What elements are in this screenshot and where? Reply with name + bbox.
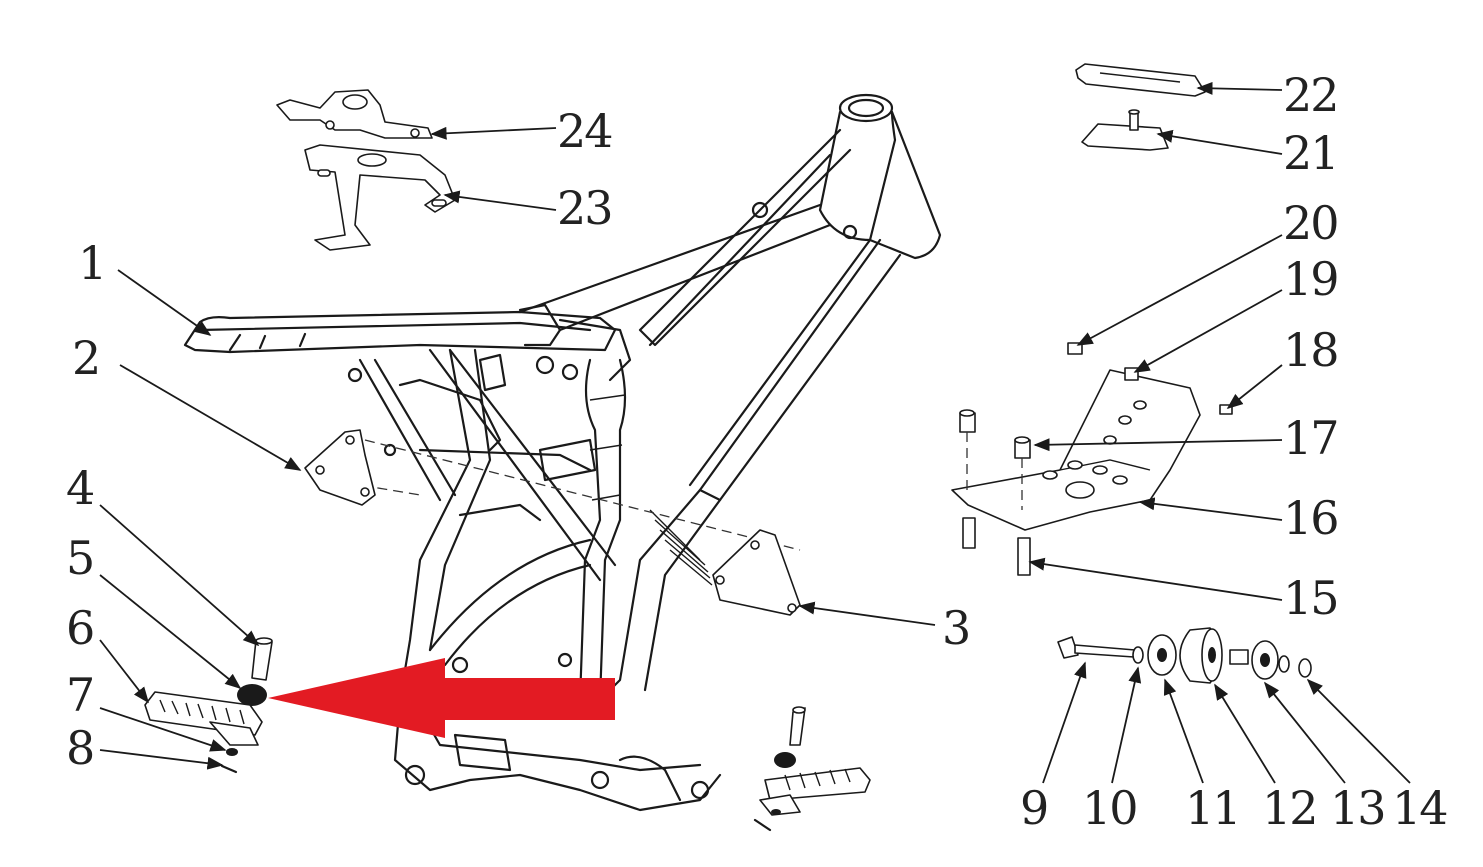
part-11-bushing	[1147, 634, 1177, 676]
part-12-mount-rubber	[1179, 627, 1223, 684]
part-15-bolts	[962, 517, 1031, 576]
part-8-cotter	[220, 764, 238, 774]
label-7: 7	[66, 668, 95, 722]
label-20: 20	[1283, 196, 1340, 250]
part-24-bracket	[276, 89, 433, 139]
label-17: 17	[1283, 411, 1340, 465]
label-24: 24	[557, 104, 614, 158]
label-18: 18	[1283, 323, 1340, 377]
label-12: 12	[1262, 781, 1319, 835]
part-3-plate	[712, 529, 801, 616]
part-10-washer	[1132, 646, 1144, 664]
label-21: 21	[1283, 126, 1340, 180]
label-22: 22	[1283, 68, 1340, 122]
part-5-spring	[237, 684, 267, 706]
red-highlight-arrow	[268, 658, 615, 738]
label-5: 5	[66, 531, 95, 585]
part-22-plate	[1075, 63, 1206, 97]
part-2-plate	[304, 429, 376, 506]
label-14: 14	[1392, 781, 1449, 835]
part-23-bracket	[304, 144, 456, 251]
part-7-washer	[226, 748, 238, 756]
part-13-bushing	[1229, 640, 1279, 680]
part-19-spacer	[1124, 367, 1139, 381]
label-3: 3	[942, 601, 971, 655]
label-10: 10	[1082, 781, 1139, 835]
part-4-pin	[251, 637, 273, 681]
label-9: 9	[1020, 781, 1049, 835]
label-6: 6	[66, 601, 95, 655]
leader-lines	[99, 81, 1411, 784]
label-4: 4	[66, 461, 95, 515]
label-11: 11	[1185, 781, 1242, 835]
label-1: 1	[78, 236, 107, 290]
label-15: 15	[1283, 571, 1340, 625]
label-23: 23	[557, 181, 614, 235]
label-2: 2	[72, 331, 101, 385]
label-16: 16	[1283, 491, 1340, 545]
label-19: 19	[1283, 252, 1340, 306]
label-8: 8	[66, 721, 95, 775]
part-16-skid-plate	[951, 369, 1201, 531]
right-footpeg-assembly	[753, 706, 871, 832]
part-21-plate-with-stud	[1081, 109, 1169, 151]
label-13: 13	[1330, 781, 1387, 835]
part-14-nut	[1278, 655, 1312, 678]
motorcycle-frame	[183, 93, 942, 812]
part-9-bolt	[1057, 636, 1136, 659]
part-6-footpeg	[144, 691, 263, 746]
part-17-spacers	[959, 409, 1031, 510]
